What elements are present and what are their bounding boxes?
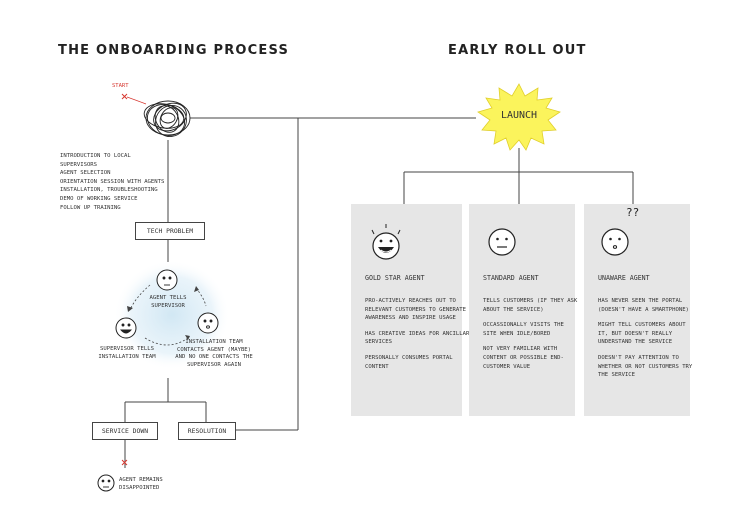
service-down-x-icon — [121, 459, 128, 466]
question-marks: ?? — [626, 206, 640, 219]
step-item: FOLLOW UP TRAINING — [60, 204, 121, 211]
panel-description: TELLS CUSTOMERS (IF THEY ASK ABOUT THE S… — [483, 297, 579, 378]
agent-tells-label: AGENT TELLS SUPERVISOR — [149, 295, 187, 309]
panel-line: OCCASSIONALLY VISITS THE SITE WHEN IDLE/… — [483, 322, 564, 337]
happy-face-icon — [115, 317, 137, 339]
supervisor-tells-label: SUPERVISOR TELLS INSTALLATION TEAM — [98, 346, 156, 360]
step-item: INSTALLATION, TROUBLESHOOTING — [60, 187, 158, 194]
installation-team-label: INSTALLATION TEAM CONTACTS AGENT (MAYBE)… — [175, 339, 253, 368]
start-x-icon — [121, 93, 128, 100]
panel-line: PERSONALLY CONSUMES PORTAL CONTENT — [365, 354, 453, 370]
panel-standard-agent: STANDARD AGENT TELLS CUSTOMERS (IF THEY … — [469, 204, 577, 416]
disappointed-face-icon — [97, 474, 115, 492]
panel-line: NOT VERY FAMILIAR WITH CONTENT OR POSSIB… — [483, 346, 564, 370]
launch-label: LAUNCH — [500, 110, 538, 121]
step-item: DEMO OF WORKING SERVICE — [60, 195, 138, 202]
panel-line: PRO-ACTIVELY REACHES OUT TO RELEVANT CUS… — [365, 298, 467, 322]
start-label: START — [112, 83, 129, 89]
panel-description: PRO-ACTIVELY REACHES OUT TO RELEVANT CUS… — [365, 297, 473, 378]
tech-problem-box: TECH PROBLEM — [135, 222, 205, 240]
launch-burst-icon — [477, 83, 561, 151]
panel-title: UNAWARE AGENT — [598, 274, 650, 282]
rollout-title: EARLY ROLL OUT — [448, 43, 587, 58]
neutral-face-icon — [156, 269, 178, 291]
step-item: INTRODUCTION TO LOCAL SUPERVISORS — [60, 153, 131, 168]
onboarding-steps: INTRODUCTION TO LOCAL SUPERVISORS AGENT … — [60, 152, 170, 212]
cycle-arrowheads — [127, 286, 199, 340]
panel-gold-star-agent: GOLD STAR AGENT PRO-ACTIVELY REACHES OUT… — [351, 204, 473, 416]
start-arrow-icon — [126, 96, 147, 105]
neutral-face-icon — [488, 228, 516, 256]
panel-description: HAS NEVER SEEN THE PORTAL (DOESN'T HAVE … — [598, 297, 694, 387]
step-item: ORIENTATION SESSION WITH AGENTS — [60, 178, 165, 185]
cycle-faces — [115, 269, 219, 339]
scribble-start-icon — [143, 100, 191, 138]
connector-lines — [124, 117, 634, 468]
panel-line: MIGHT TELL CUSTOMERS ABOUT IT, BUT DOESN… — [598, 322, 686, 346]
confused-face-icon — [601, 228, 629, 256]
panel-line: TELLS CUSTOMERS (IF THEY ASK ABOUT THE S… — [483, 298, 578, 313]
panel-unaware-agent: ?? UNAWARE AGENT HAS NEVER SEEN THE PORT… — [584, 204, 692, 416]
panel-line: HAS NEVER SEEN THE PORTAL (DOESN'T HAVE … — [598, 298, 689, 313]
cycle-glow — [114, 260, 230, 370]
agent-remains-label: AGENT REMAINS DISAPPOINTED — [119, 477, 163, 491]
panel-line: DOESN'T PAY ATTENTION TO WHETHER OR NOT … — [598, 354, 693, 379]
step-item: AGENT SELECTION — [60, 170, 111, 177]
service-down-box: SERVICE DOWN — [92, 422, 158, 440]
very-happy-face-icon — [371, 224, 401, 260]
panel-title: GOLD STAR AGENT — [365, 274, 425, 282]
neutral-face-icon — [197, 312, 219, 334]
panel-line: HAS CREATIVE IDEAS FOR ANCILLARY SERVICE… — [365, 330, 473, 346]
panel-title: STANDARD AGENT — [483, 274, 539, 282]
resolution-box: RESOLUTION — [178, 422, 236, 440]
onboarding-title: THE ONBOARDING PROCESS — [58, 43, 290, 58]
